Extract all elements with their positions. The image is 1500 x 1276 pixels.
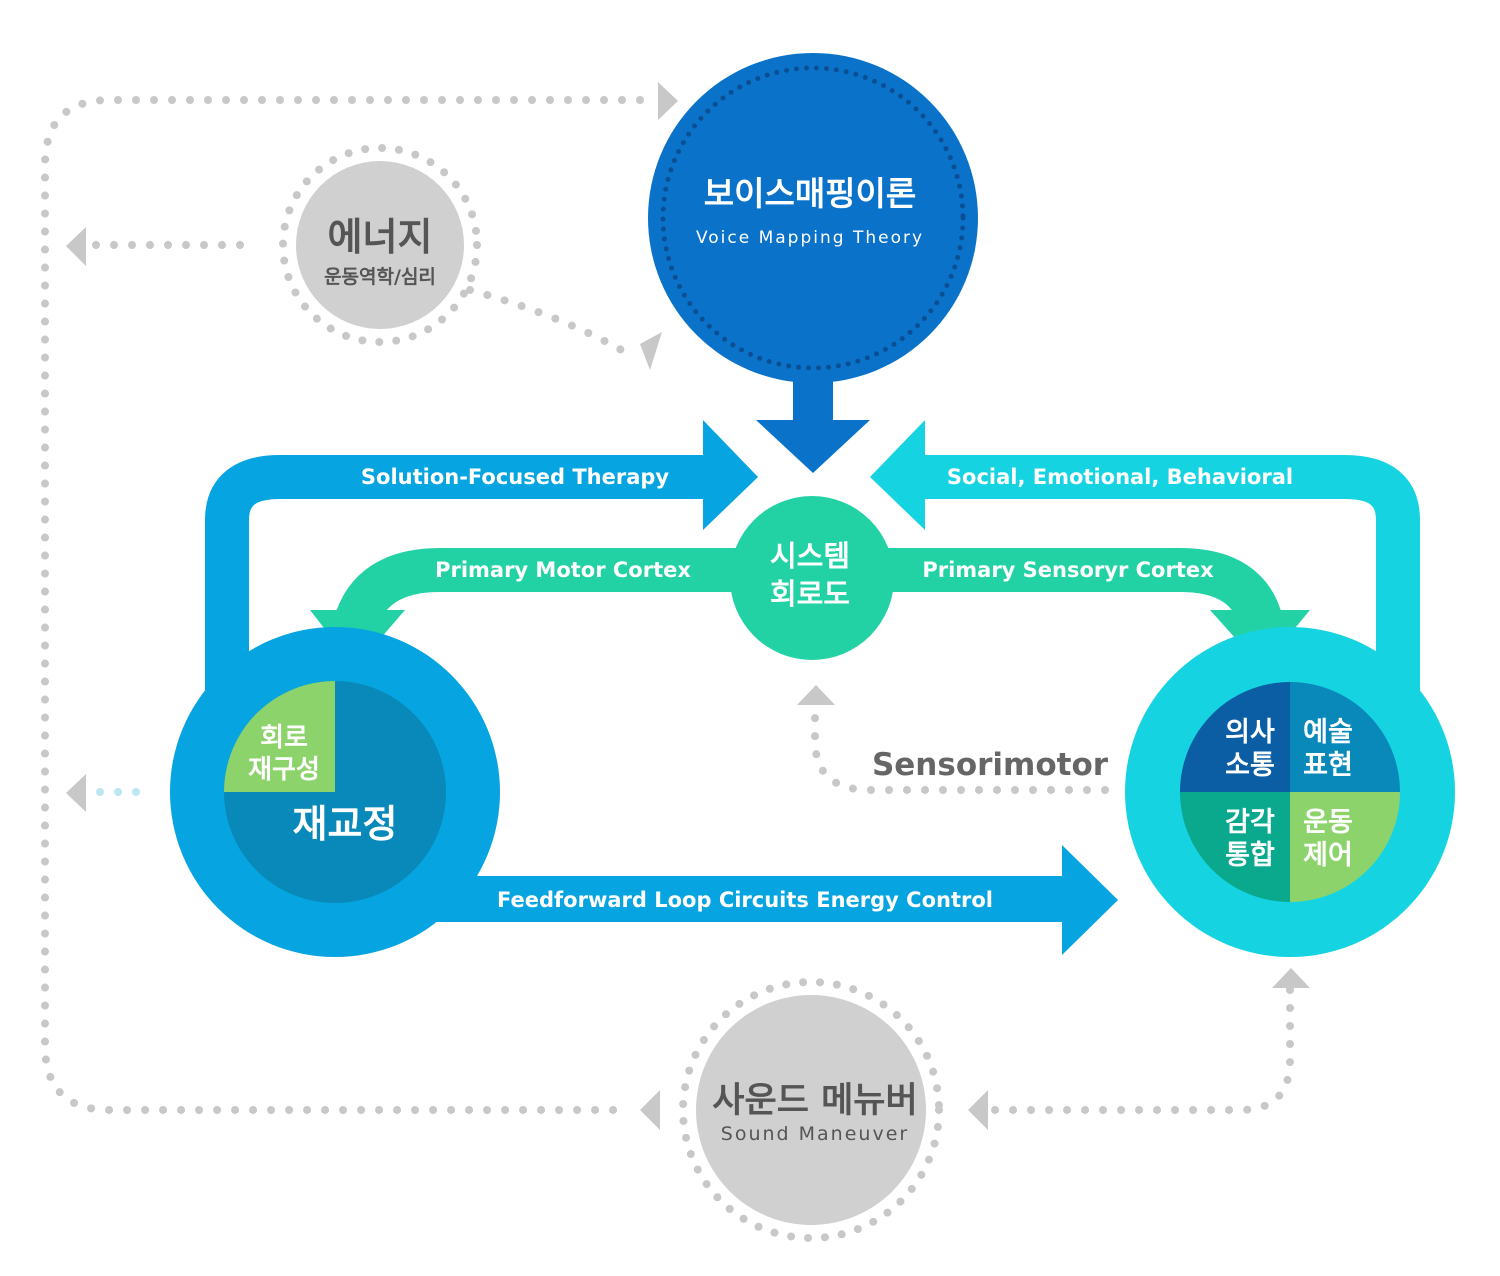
arrowhead-center-up — [797, 685, 835, 705]
sound-title: 사운드 메뉴버 — [712, 1081, 917, 1121]
communication-line2: 소통 — [1225, 750, 1275, 781]
arrowhead-left-out — [66, 774, 86, 812]
down-arrow — [756, 420, 870, 473]
arrowhead-sound-left — [640, 1090, 660, 1130]
recalibration-label: 재교정 — [293, 802, 398, 846]
sound-maneuver-node: 사운드 메뉴버 Sound Maneuver — [679, 978, 943, 1242]
arrowhead-sound-right — [968, 1090, 988, 1130]
motor-control-line1: 운동 — [1303, 807, 1353, 838]
circuit-quadrant — [224, 681, 335, 792]
communication-line1: 의사 — [1225, 717, 1275, 748]
sound-subtitle: Sound Maneuver — [721, 1123, 909, 1145]
communication-quadrant — [1180, 682, 1290, 792]
sensorimotor-label: Sensorimotor — [872, 747, 1109, 783]
voice-mapping-title: 보이스매핑이론 — [704, 174, 917, 213]
circuit-quadrant-line1: 회로 — [260, 723, 308, 753]
feedforward-label: Feedforward Loop Circuits Energy Control — [497, 888, 993, 912]
arrowhead-energy-down — [640, 332, 662, 370]
sensory-integration-line1: 감각 — [1225, 807, 1275, 838]
motor-cortex-label: Primary Motor Cortex — [435, 558, 691, 582]
art-expression-quadrant — [1290, 682, 1400, 792]
recalibration-node: 회로 재구성 재교정 — [170, 627, 500, 957]
sensory-integration-line2: 통합 — [1225, 840, 1275, 871]
arrowhead-energy-left — [66, 227, 86, 266]
dotted-arrowheads — [66, 82, 1310, 1130]
solution-focused-label: Solution-Focused Therapy — [361, 465, 670, 489]
art-expression-line1: 예술 — [1303, 717, 1353, 748]
energy-subtitle: 운동역학/심리 — [324, 266, 436, 288]
energy-node: 에너지 운동역학/심리 — [279, 144, 481, 346]
motor-control-line2: 제어 — [1303, 840, 1353, 871]
arrowhead-to-top — [658, 82, 678, 120]
solution-focused-arrow: Solution-Focused Therapy — [205, 420, 758, 720]
system-circuit-line2: 회로도 — [770, 577, 850, 611]
voice-mapping-subtitle: Voice Mapping Theory — [696, 228, 924, 248]
arrowhead-right-up — [1272, 968, 1310, 988]
sensory-integration-quadrant — [1180, 792, 1290, 902]
motor-control-quadrant — [1290, 792, 1400, 902]
social-emotional-label: Social, Emotional, Behavioral — [947, 465, 1293, 489]
system-circuit-node: 시스템 회로도 — [730, 496, 894, 660]
system-circuit-line1: 시스템 — [770, 539, 850, 573]
social-emotional-arrow: Social, Emotional, Behavioral — [870, 420, 1420, 720]
integration-node: 의사 소통 예술 표현 감각 통합 운동 제어 — [1125, 627, 1455, 957]
art-expression-line2: 표현 — [1303, 750, 1353, 781]
feedforward-arrow: Feedforward Loop Circuits Energy Control — [430, 845, 1118, 955]
sensory-cortex-label: Primary Sensoryr Cortex — [922, 558, 1214, 582]
energy-title: 에너지 — [328, 215, 433, 259]
voice-mapping-node: 보이스매핑이론 Voice Mapping Theory — [648, 53, 978, 473]
circuit-quadrant-line2: 재구성 — [248, 755, 320, 785]
outer-dotted-loop — [41, 96, 1294, 1114]
